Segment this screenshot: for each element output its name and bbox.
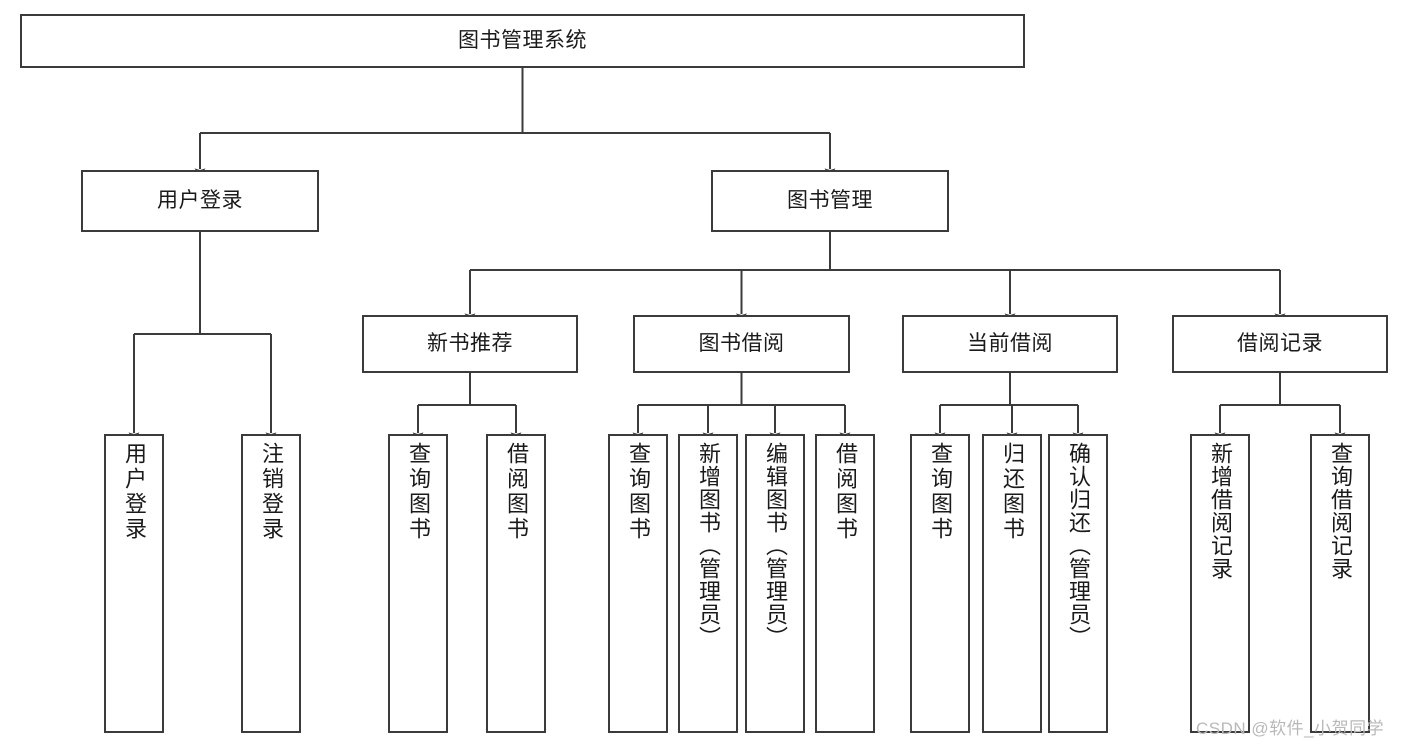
node-label: 借阅图书 [504, 442, 529, 542]
node-book-manage[interactable]: 图书管理 [711, 170, 949, 232]
node-leaf-bb-add[interactable]: 新增图书（管理员） [678, 434, 738, 733]
node-label: 注销登录 [259, 442, 284, 542]
node-leaf-rec-query[interactable]: 查询图书 [388, 434, 448, 733]
node-label: 图书管理 [787, 188, 873, 212]
node-label: 借阅图书 [833, 442, 858, 542]
node-leaf-rec-borrow[interactable]: 借阅图书 [486, 434, 546, 733]
node-label: 查询图书 [626, 442, 651, 542]
connector-lines [128, 68, 1346, 442]
node-leaf-br-query[interactable]: 查询借阅记录 [1310, 434, 1370, 733]
node-label: 新书推荐 [427, 331, 513, 355]
node-leaf-br-add[interactable]: 新增借阅记录 [1190, 434, 1250, 733]
node-user-login[interactable]: 用户登录 [81, 170, 319, 232]
node-label: 查询借阅记录 [1328, 442, 1353, 580]
node-label: 确认归还（管理员） [1066, 442, 1091, 649]
node-label: 图书管理系统 [458, 28, 587, 52]
node-label: 新增借阅记录 [1208, 442, 1233, 580]
node-borrow-record[interactable]: 借阅记录 [1172, 315, 1388, 373]
node-leaf-cb-return[interactable]: 归还图书 [982, 434, 1042, 733]
node-label: 查询图书 [928, 442, 953, 542]
node-label: 当前借阅 [967, 331, 1053, 355]
node-label: 编辑图书（管理员） [763, 442, 788, 649]
node-label: 查询图书 [406, 442, 431, 542]
node-leaf-bb-query[interactable]: 查询图书 [608, 434, 668, 733]
node-leaf-cb-confirm[interactable]: 确认归还（管理员） [1048, 434, 1108, 733]
node-leaf-bb-borrow[interactable]: 借阅图书 [815, 434, 875, 733]
node-label: 归还图书 [1000, 442, 1025, 542]
node-label: 新增图书（管理员） [696, 442, 721, 649]
node-root[interactable]: 图书管理系统 [20, 14, 1025, 68]
node-leaf-bb-edit[interactable]: 编辑图书（管理员） [745, 434, 805, 733]
node-new-book-rec[interactable]: 新书推荐 [362, 315, 578, 373]
node-label: 用户登录 [122, 442, 147, 542]
node-label: 图书借阅 [698, 331, 785, 355]
node-book-borrow[interactable]: 图书借阅 [633, 315, 850, 373]
node-current-borrow[interactable]: 当前借阅 [902, 315, 1118, 373]
node-label: 借阅记录 [1237, 331, 1323, 355]
node-leaf-cb-query[interactable]: 查询图书 [910, 434, 970, 733]
node-label: 用户登录 [157, 188, 243, 212]
node-leaf-user-logout[interactable]: 注销登录 [241, 434, 301, 733]
node-leaf-user-login[interactable]: 用户登录 [104, 434, 164, 733]
